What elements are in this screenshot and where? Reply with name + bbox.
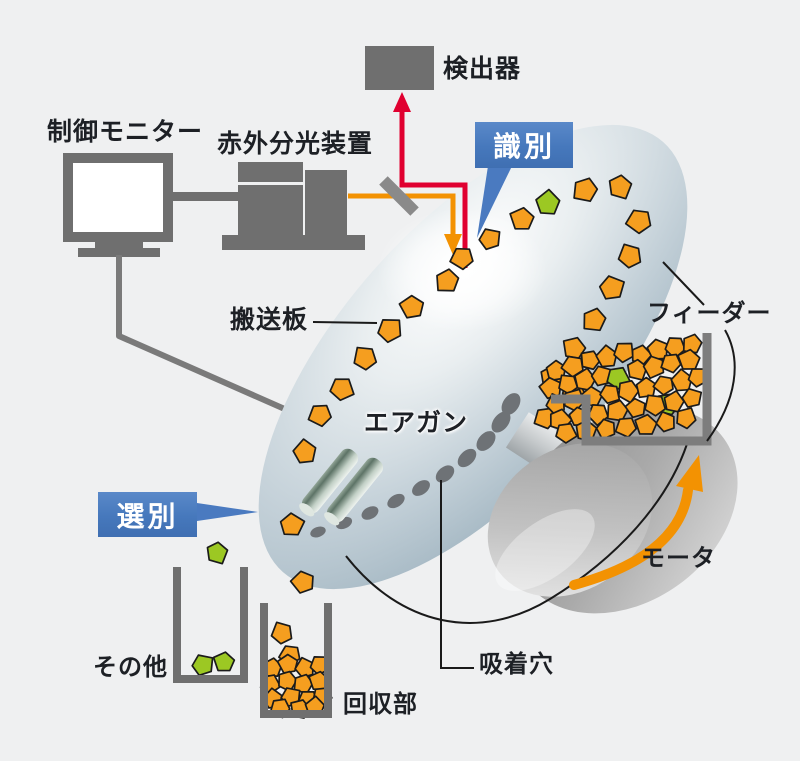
chip-orange <box>583 307 607 332</box>
transport-plate-label: 搬送板 <box>230 306 309 334</box>
feeder-box <box>551 333 712 446</box>
sorting-callout: 選別 <box>98 492 197 537</box>
collection-label: 回収部 <box>343 691 418 718</box>
chip-orange <box>634 413 658 435</box>
feeder-leader-top <box>662 261 705 306</box>
chip-orange <box>614 417 638 439</box>
ir-spectrometer-label: 赤外分光装置 <box>217 130 374 158</box>
chip-orange <box>655 410 675 433</box>
feeder-leader-curve <box>706 329 736 442</box>
suction-hole <box>412 480 430 496</box>
chip-orange <box>562 336 587 360</box>
chip-orange <box>377 319 402 344</box>
suction-hole <box>435 465 455 483</box>
chip-orange <box>626 358 648 381</box>
chip-orange <box>279 512 306 536</box>
leader-lines <box>312 261 736 669</box>
identification-callout: 識別 <box>475 122 573 168</box>
feeder-label: フィーダー <box>647 300 772 327</box>
reflected-beam-red <box>393 92 468 268</box>
chip-green <box>212 651 236 672</box>
chip-orange <box>398 294 425 319</box>
chip-orange <box>677 348 701 370</box>
chip-orange <box>624 209 652 235</box>
chip-orange <box>617 243 642 269</box>
others-bin-chips <box>191 651 236 677</box>
detector-label: 検出器 <box>443 55 522 83</box>
suction-holes <box>310 393 521 538</box>
chip-orange <box>560 355 584 378</box>
control-monitor <box>63 153 173 257</box>
chip-orange <box>478 228 501 251</box>
chip-orange <box>598 275 625 300</box>
chip-orange <box>642 355 665 380</box>
air-gun-label: エアガン <box>364 409 469 437</box>
chip-green <box>191 654 214 677</box>
suction-hole <box>476 431 496 451</box>
chip-orange <box>436 268 460 292</box>
chip-orange <box>617 379 640 404</box>
chip-orange <box>278 670 298 693</box>
chip-orange <box>555 422 578 444</box>
chip-orange <box>663 390 685 413</box>
chip-green <box>535 188 561 215</box>
suction-hole <box>457 448 477 468</box>
suction-hole <box>361 506 379 520</box>
sorting-callout-tail <box>197 503 258 521</box>
chip-orange <box>270 621 293 645</box>
ir-spectrometer <box>222 162 365 250</box>
chip-orange <box>599 384 621 404</box>
chip-orange <box>289 570 314 594</box>
collection-container <box>260 603 332 718</box>
suction-holes-leader <box>440 480 474 669</box>
chip-orange <box>573 177 599 203</box>
chip-orange <box>307 404 332 428</box>
motor-label: モータ <box>641 545 716 572</box>
suction-hole <box>501 393 521 415</box>
suction-hole <box>310 526 326 538</box>
rotation-arrow <box>569 455 703 590</box>
chip-orange <box>292 438 317 464</box>
chip-orange <box>635 376 657 399</box>
chip-orange <box>449 247 474 271</box>
chip-orange <box>353 346 378 371</box>
suction-hole <box>387 493 405 509</box>
detector-box <box>365 46 434 90</box>
chip-orange <box>538 376 562 400</box>
suction-holes-label: 吸着穴 <box>479 651 554 678</box>
chip-orange <box>676 407 697 430</box>
transport-plate-leader <box>312 321 378 324</box>
beam-splitter-mirror <box>379 176 419 216</box>
chip-orange <box>644 394 667 417</box>
chip-orange <box>329 378 355 402</box>
chip-orange <box>624 397 646 419</box>
identification-callout-tail <box>477 166 512 238</box>
chip-green <box>206 541 229 565</box>
monitor-spectrometer-link <box>173 192 238 201</box>
chip-orange <box>681 387 703 408</box>
chip-orange <box>509 206 535 230</box>
suction-hole <box>491 411 511 433</box>
rotation-path-line <box>345 443 688 624</box>
others-label: その他 <box>93 654 168 681</box>
air-gun <box>299 448 384 526</box>
chip-orange <box>652 375 674 396</box>
control-monitor-label: 制御モニター <box>47 118 204 146</box>
chip-orange <box>608 174 633 200</box>
chip-orange <box>613 342 634 364</box>
feeder-chips <box>538 333 708 444</box>
ir-beam-orange <box>348 193 462 255</box>
others-container <box>173 567 248 683</box>
